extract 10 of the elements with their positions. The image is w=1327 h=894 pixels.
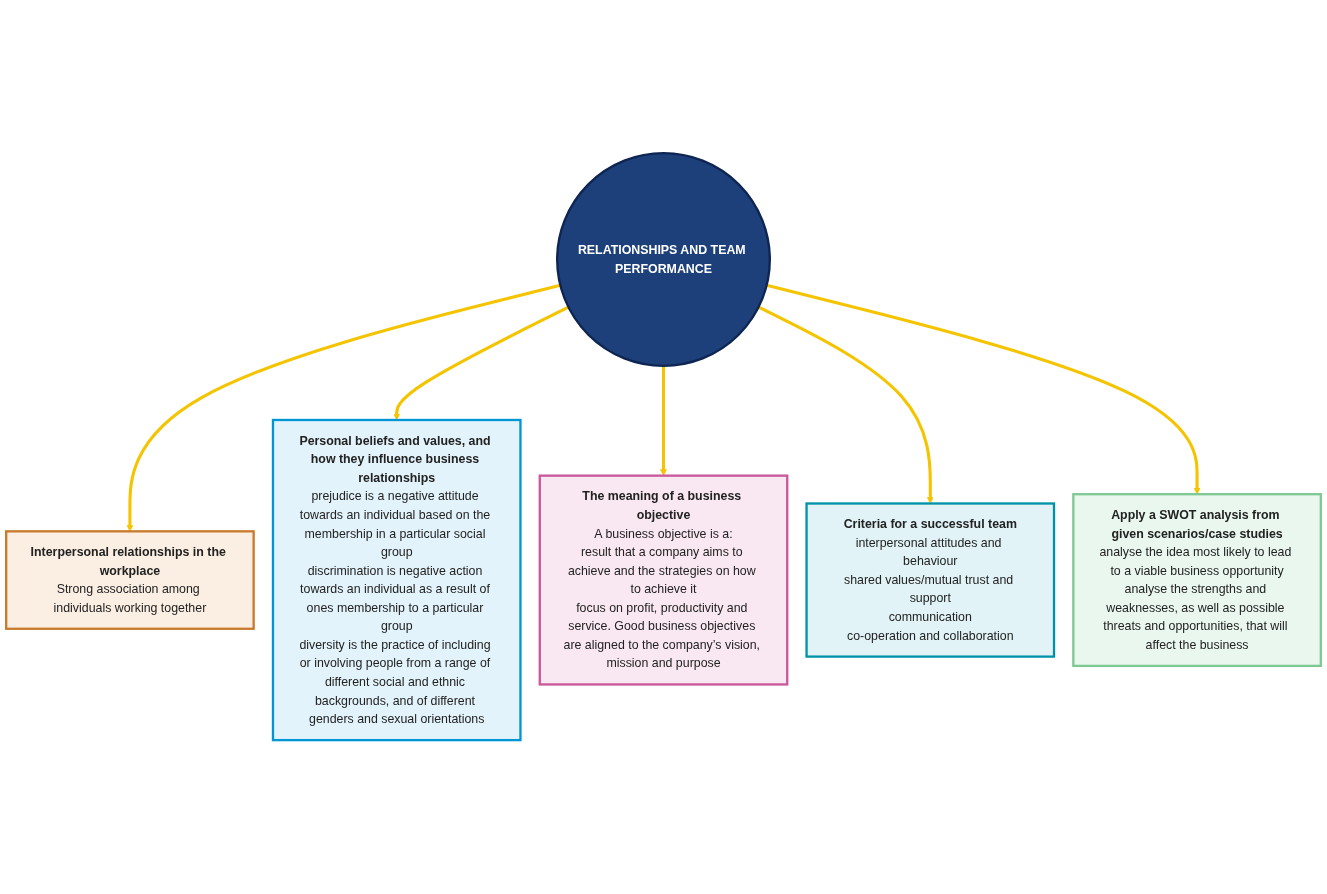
arrow bbox=[393, 306, 570, 421]
node-box: Interpersonal relationships in the workplace Strong association among individuals working together bbox=[5, 530, 255, 631]
arrow bbox=[126, 284, 561, 532]
arrow bbox=[660, 366, 667, 477]
arrow bbox=[766, 284, 1201, 495]
node-box: Criteria for a successful team interpersonal attitudes and behaviour shared values/mutual trust and support communication co-operation and collaboration bbox=[805, 502, 1056, 659]
node-circle: RELATIONSHIPS AND TEAM PERFORMANCE bbox=[556, 152, 771, 368]
node-box: Apply a SWOT analysis from given scenarios/case studies analyse the idea most likely to lead to a viable business opportunity analyse the strengths and weaknesses, as well as possible threats and opportunities, that will affect the business bbox=[1072, 493, 1322, 668]
node-box: The meaning of a business objective A business objective is a: result that a company aims to achieve and the strategies on how to achieve it focus on profit, productivity and service. Good business objectives are aligned to the company’s vision, mission and purpose bbox=[538, 474, 789, 686]
node-box: Personal beliefs and values, and how they influence business relationships prejudice is a negative attitude towards an individual based on the membership in a particular social group discrimination is negative action towards an individual as a result of ones membership to a particular group diversity is the practice of including or involving people from a range of different social and ethnic backgrounds, and of different genders and sexual orientations bbox=[271, 419, 522, 742]
